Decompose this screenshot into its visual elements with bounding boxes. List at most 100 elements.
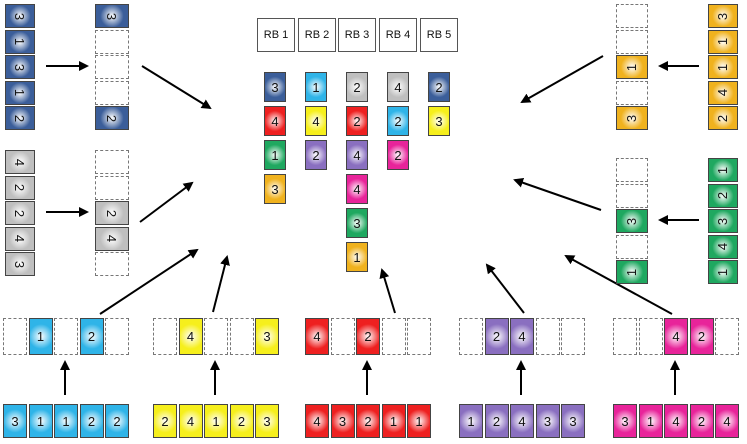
red-to-allocation-arrow (379, 268, 396, 314)
bottom-blue-input-1: 3 (3, 404, 27, 438)
right-green-input-3-value: 3 (715, 217, 731, 225)
rb1-tile-1-value: 3 (271, 79, 279, 95)
right-green-input-4-value: 4 (715, 242, 731, 251)
right-orange-slot-2 (616, 29, 648, 54)
right-green-input-5-value: 1 (715, 268, 731, 276)
left-gray-input-3: 2 (5, 201, 35, 225)
left-navy-input-4-value: 1 (12, 88, 28, 97)
left-navy-slot-5: 2 (95, 106, 129, 130)
left-navy-input-1: 3 (5, 4, 35, 28)
rb2-tile-2: 4 (305, 106, 327, 136)
rb4-tile-1-value: 4 (394, 79, 402, 95)
left-gray-input-4: 4 (5, 226, 35, 251)
rb-header-4: RB 4 (379, 18, 417, 52)
bottom-yellow-input-2: 4 (178, 404, 203, 438)
bottom-pink-input-5-value: 4 (723, 413, 731, 429)
right-orange-input-2-value: 1 (715, 37, 731, 46)
bottom-purple-input-5: 3 (561, 404, 585, 438)
bottom-pink-slot-3: 4 (664, 318, 688, 355)
bottom-pink-input-3: 4 (664, 404, 688, 438)
left-gray-input-1: 4 (5, 150, 35, 174)
rb1-tile-4-value: 3 (271, 181, 279, 197)
bottom-yellow-slot-1 (153, 318, 177, 355)
bottom-red-input-5: 1 (407, 404, 431, 438)
right-orange-slot-3-value: 1 (624, 63, 640, 71)
rb-header-1: RB 1 (257, 18, 295, 52)
bottom-blue-input-5-value: 2 (113, 413, 121, 429)
left-navy-input-5: 2 (5, 106, 35, 130)
yellow-to-allocation-arrow (212, 255, 230, 313)
bottom-purple-input-3-value: 4 (518, 413, 526, 429)
bottom-yellow-input-2-value: 4 (186, 413, 195, 429)
bottom-purple-input-1-value: 1 (467, 413, 475, 429)
rb-header-2: RB 2 (298, 18, 336, 52)
rb3-tile-1: 2 (346, 72, 368, 102)
right-orange-input-3-value: 1 (715, 63, 731, 71)
bottom-blue-input-3: 1 (54, 404, 78, 438)
right-green-input-1-value: 1 (715, 166, 731, 174)
right-green-input-2: 2 (708, 183, 738, 208)
bottom-red-slot-3-value: 2 (364, 329, 372, 344)
bottom-yellow-input-5: 3 (255, 404, 279, 438)
left-navy-slot-3 (95, 55, 129, 79)
left-gray-slot-2 (95, 175, 129, 200)
purple-to-allocation-arrow (485, 263, 525, 314)
right-green-slot-3: 3 (616, 209, 648, 233)
bottom-yellow-slot-5-value: 3 (263, 329, 271, 344)
bottom-red-slot-3: 2 (356, 318, 380, 355)
bottom-red-slot-2 (330, 318, 355, 355)
green-to-allocation-arrow (513, 177, 602, 211)
rb3-tile-4-value: 4 (353, 181, 361, 197)
left-navy-input-2: 1 (5, 29, 35, 54)
left-navy-input-5-value: 2 (12, 114, 28, 122)
left-gray-slot-4-value: 4 (104, 234, 120, 243)
bottom-blue-input-2: 1 (28, 404, 53, 438)
bottom-purple-input-4-value: 3 (543, 413, 552, 429)
left-navy-slot-5-value: 2 (104, 114, 120, 122)
rb3-tile-1-value: 2 (353, 79, 361, 95)
rb3-tile-5-value: 3 (353, 215, 361, 231)
rb4-tile-3: 2 (387, 140, 409, 170)
bottom-purple-slot-3-value: 4 (518, 329, 526, 344)
rb5-tile-1-value: 2 (435, 79, 443, 95)
left-gray-slot-5 (95, 252, 129, 276)
bottom-red-input-5-value: 1 (415, 413, 423, 429)
bottom-yellow-input-1-value: 2 (161, 413, 169, 429)
bottom-blue-slot-5 (105, 318, 129, 355)
right-orange-slot-5: 3 (616, 106, 648, 130)
bottom-blue-input-4-value: 2 (87, 413, 96, 429)
bottom-yellow-slot-2: 4 (178, 318, 203, 355)
bottom-purple-input-2: 2 (484, 404, 509, 438)
bottom-yellow-input-5-value: 3 (263, 413, 271, 429)
right-green-slot-5: 1 (616, 260, 648, 284)
bottom-blue-slot-4: 2 (79, 318, 104, 355)
bottom-pink-slot-4: 2 (689, 318, 714, 355)
right-green-input-4: 4 (708, 234, 738, 259)
bottom-blue-input-1-value: 3 (11, 413, 19, 429)
bottom-yellow-input-3: 1 (204, 404, 228, 438)
rb4-tile-2: 2 (387, 106, 409, 136)
left-gray-slot-1 (95, 150, 129, 174)
bottom-red-input-2: 3 (330, 404, 355, 438)
right-orange-input-5: 2 (708, 106, 738, 130)
bottom-yellow-slot-5: 3 (255, 318, 279, 355)
bottom-pink-slot-5 (715, 318, 739, 355)
rb-header-5: RB 5 (420, 18, 458, 52)
gray-to-allocation-arrow (139, 181, 194, 223)
bottom-red-input-4-value: 1 (389, 413, 398, 429)
right-orange-input-1-value: 3 (715, 12, 731, 20)
orange-to-allocation-arrow (520, 55, 604, 103)
right-orange-slot-5-value: 3 (624, 114, 640, 122)
bottom-blue-slot-2: 1 (28, 318, 53, 355)
bottom-purple-slot-3: 4 (510, 318, 534, 355)
rb2-tile-1-value: 1 (312, 79, 320, 95)
bottom-red-slot-4 (381, 318, 406, 355)
left-gray-input-4-value: 4 (12, 234, 28, 243)
bottom-purple-input-5-value: 3 (569, 413, 577, 429)
rb2-tile-3-value: 2 (312, 147, 320, 163)
rb5-tile-1: 2 (428, 72, 450, 102)
right-green-input-2-value: 2 (715, 191, 731, 200)
bottom-pink-input-4: 2 (689, 404, 714, 438)
rb1-tile-4: 3 (264, 174, 286, 204)
right-orange-input-1: 3 (708, 4, 738, 28)
